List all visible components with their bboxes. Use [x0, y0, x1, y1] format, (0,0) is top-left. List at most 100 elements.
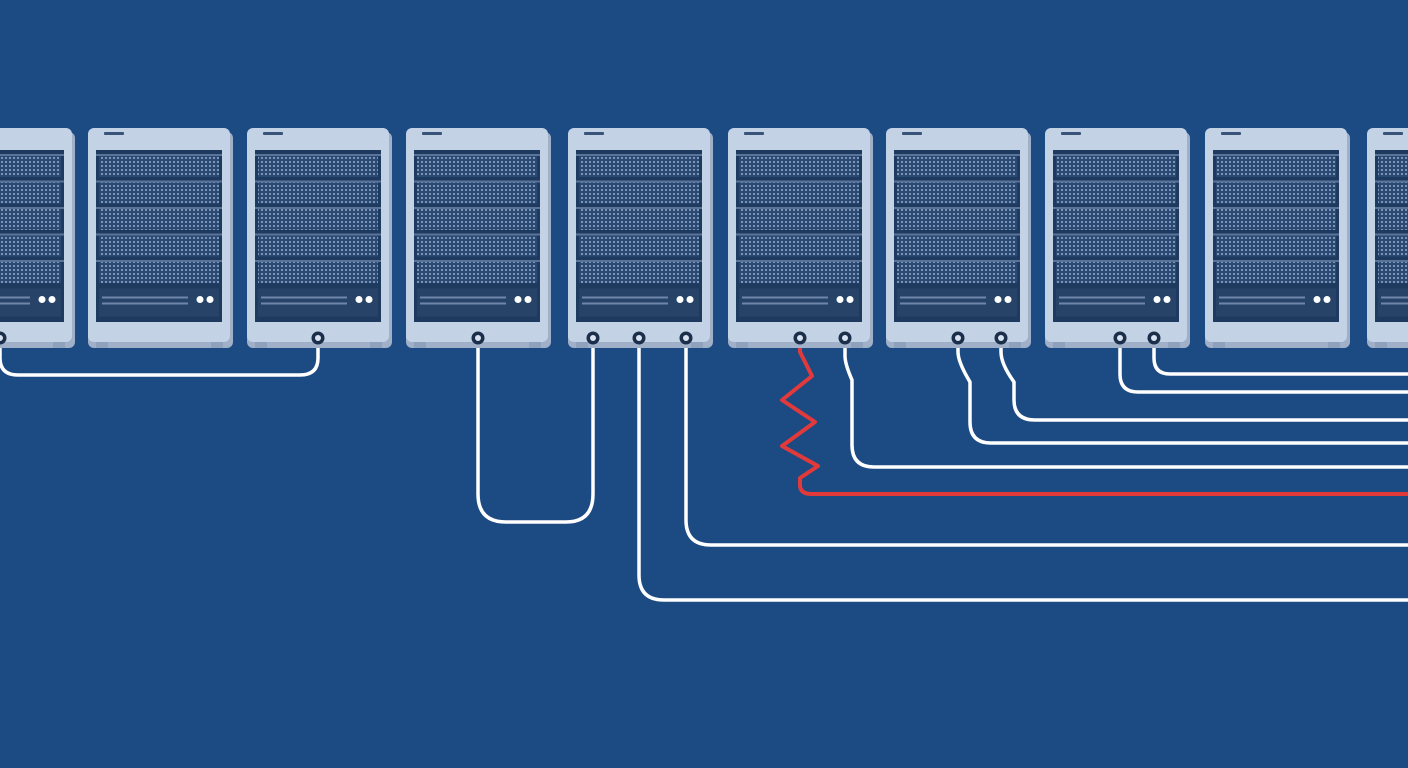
- unit-line: [1381, 296, 1408, 299]
- status-light-icon: [686, 296, 694, 303]
- unit-line: [102, 296, 188, 299]
- drive-divider: [96, 154, 222, 156]
- drive-vent: [1056, 182, 1176, 204]
- top-slot: [902, 132, 922, 135]
- unit-line: [742, 296, 828, 299]
- drive-vent: [99, 182, 219, 204]
- network-cable: [684, 336, 1408, 547]
- drive-vent: [417, 235, 537, 257]
- drive-divider: [736, 207, 862, 209]
- drive-divider: [736, 154, 862, 156]
- drive-vent: [0, 235, 61, 257]
- drive-divider: [1053, 154, 1179, 156]
- drive-divider: [255, 154, 381, 156]
- foot: [1168, 342, 1180, 348]
- drive-divider: [894, 260, 1020, 262]
- foot: [1375, 342, 1387, 348]
- network-cable: [637, 336, 1408, 602]
- network-port-center: [475, 335, 481, 341]
- drive-divider: [0, 233, 64, 236]
- foot: [1328, 342, 1340, 348]
- foot: [96, 342, 108, 348]
- top-slot: [263, 132, 283, 135]
- network-port-center: [590, 335, 596, 341]
- drive-divider: [1375, 260, 1408, 262]
- network-cable: [843, 336, 1408, 469]
- status-light-icon: [836, 296, 844, 303]
- drive-vent: [99, 209, 219, 230]
- drive-vent: [0, 182, 61, 204]
- drive-divider: [0, 180, 64, 183]
- drive-vent: [739, 209, 859, 230]
- drive-vent: [1378, 156, 1408, 177]
- drive-vent: [0, 262, 61, 283]
- drive-divider: [96, 180, 222, 183]
- drive-vent: [1378, 182, 1408, 204]
- drive-vent: [0, 156, 61, 177]
- drive-vent: [1216, 235, 1336, 257]
- drive-vent: [99, 156, 219, 177]
- drive-vent: [739, 156, 859, 177]
- foot: [894, 342, 906, 348]
- status-light-icon: [365, 296, 373, 303]
- drive-vent: [1216, 156, 1336, 177]
- status-light-icon: [196, 296, 204, 303]
- foot: [576, 342, 588, 348]
- drive-vent: [897, 209, 1017, 230]
- network-port-center: [797, 335, 803, 341]
- status-light-icon: [994, 296, 1002, 303]
- drive-vent: [579, 235, 699, 257]
- drive-vent: [0, 209, 61, 230]
- server-rack-icon: [886, 128, 1031, 348]
- network-port-center: [315, 335, 321, 341]
- network-port-center: [955, 335, 961, 341]
- drive-divider: [576, 180, 702, 183]
- foot: [1009, 342, 1021, 348]
- network-port-center: [683, 335, 689, 341]
- drive-vent: [1216, 209, 1336, 230]
- network-port-center: [998, 335, 1004, 341]
- drive-divider: [894, 207, 1020, 209]
- drive-divider: [1375, 233, 1408, 236]
- unit-line: [261, 302, 347, 305]
- top-slot: [422, 132, 442, 135]
- status-light-icon: [206, 296, 214, 303]
- drive-divider: [0, 207, 64, 209]
- drive-vent: [99, 262, 219, 283]
- servers-layer: [0, 128, 1408, 348]
- drive-divider: [0, 260, 64, 262]
- unit-line: [742, 302, 828, 305]
- foot: [736, 342, 748, 348]
- network-cable: [0, 336, 320, 377]
- drive-divider: [414, 207, 540, 209]
- drive-divider: [255, 233, 381, 236]
- server-rack-icon: [1045, 128, 1190, 348]
- top-slot: [1221, 132, 1241, 135]
- foot: [1213, 342, 1225, 348]
- drive-vent: [417, 209, 537, 230]
- drive-vent: [1056, 262, 1176, 283]
- network-cable: [476, 336, 595, 524]
- server-rack-icon: [406, 128, 551, 348]
- status-light-icon: [1153, 296, 1161, 303]
- drive-vent: [258, 262, 378, 283]
- drive-vent: [1378, 209, 1408, 230]
- drive-vent: [1216, 262, 1336, 283]
- drive-divider: [414, 260, 540, 262]
- network-port-center: [1117, 335, 1123, 341]
- drive-vent: [1056, 156, 1176, 177]
- drive-divider: [96, 260, 222, 262]
- unit-line: [0, 296, 30, 299]
- drive-divider: [414, 154, 540, 156]
- unit-line: [0, 302, 30, 305]
- drive-vent: [897, 182, 1017, 204]
- drive-vent: [1378, 262, 1408, 283]
- network-cable: [1118, 336, 1408, 394]
- unit-line: [582, 302, 668, 305]
- ports-layer: [0, 331, 1161, 345]
- status-light-icon: [676, 296, 684, 303]
- drive-divider: [0, 154, 64, 156]
- status-light-icon: [1004, 296, 1012, 303]
